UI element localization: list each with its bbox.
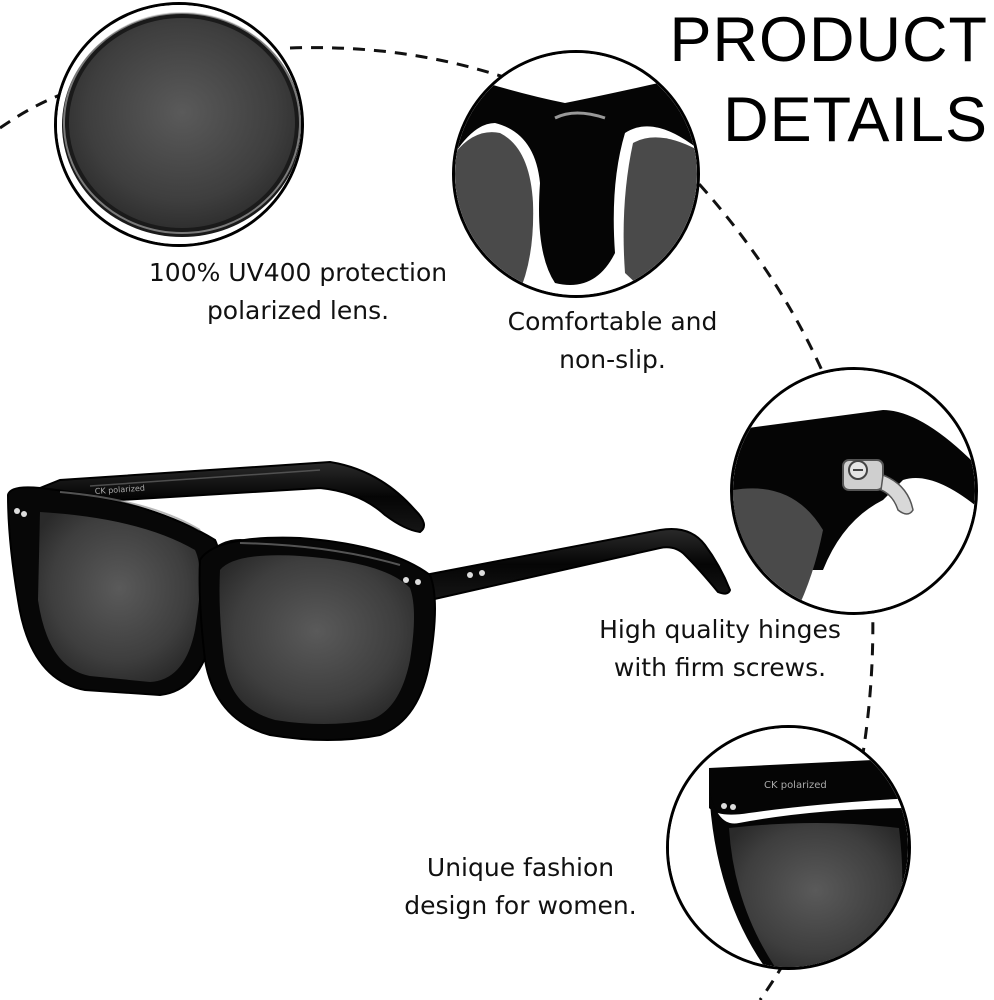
caption-line: Unique fashion: [426, 853, 615, 882]
rivet: [479, 570, 485, 576]
caption-line: High quality hinges: [599, 615, 841, 644]
right-lens: [219, 555, 414, 724]
feature-caption-hinges: High quality hinges with firm screws.: [580, 611, 860, 687]
page-title: PRODUCT DETAILS: [670, 0, 989, 160]
caption-line: non-slip.: [559, 345, 666, 374]
title-line-1: PRODUCT: [669, 5, 988, 75]
rivet: [467, 572, 473, 578]
back-temple-arm: [19, 460, 425, 534]
caption-line: with firm screws.: [613, 653, 827, 682]
feature-caption-design: Unique fashion design for women.: [398, 849, 643, 925]
rivet: [14, 508, 20, 514]
hinge-closeup-icon: [730, 367, 978, 615]
frame-corner-closeup-icon: CK polarized: [666, 725, 911, 970]
title-line-2: DETAILS: [723, 85, 988, 155]
caption-line: design for women.: [404, 891, 637, 920]
feature-caption-uv-protection: 100% UV400 protection polarized lens.: [128, 254, 468, 330]
left-lens: [38, 512, 200, 682]
lens-closeup-icon: [54, 2, 304, 247]
rivet: [21, 511, 27, 517]
temple-print: CK polarized: [95, 484, 146, 496]
caption-line: 100% UV400 protection: [148, 258, 448, 287]
caption-line: polarized lens.: [206, 296, 390, 325]
nose-bridge-closeup-icon: [452, 50, 700, 298]
rivet: [403, 577, 409, 583]
rivet: [415, 579, 421, 585]
front-temple-arm: [423, 528, 732, 602]
svg-text:CK polarized: CK polarized: [764, 780, 827, 791]
feature-caption-comfort: Comfortable and non-slip.: [490, 303, 735, 379]
caption-line: Comfortable and: [507, 307, 718, 336]
